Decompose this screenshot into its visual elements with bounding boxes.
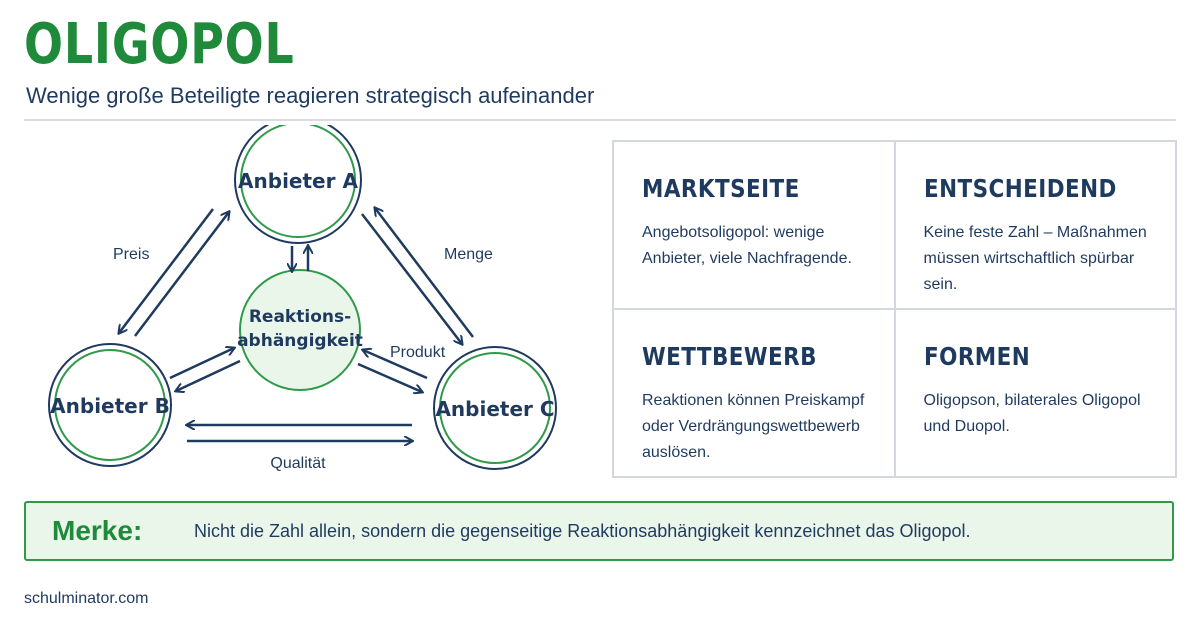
info-cards: MARKTSEITE Angebotsoligopol: wenige Anbi… <box>612 140 1177 478</box>
arrow-b-to-a <box>134 212 229 337</box>
node-anbieter-c: Anbieter C <box>433 346 557 470</box>
page-title: OLIGOPOL <box>24 12 295 77</box>
node-anbieter-a: Anbieter A <box>234 125 362 244</box>
page-subtitle: Wenige große Beteiligte reagieren strate… <box>26 83 595 108</box>
card-text: Reaktionen können Preiskampf oder Verdrä… <box>642 392 865 461</box>
edge-label-preis: Preis <box>113 246 149 263</box>
divider <box>24 119 1176 121</box>
card-title: FORMEN <box>923 342 1030 371</box>
card-title: WETTBEWERB <box>642 342 817 371</box>
edge-label-produkt: Produkt <box>390 344 446 361</box>
card-title: ENTSCHEIDEND <box>923 174 1117 203</box>
node-reaktionsabhaengigkeit: Reaktions- abhängigkeit <box>237 269 363 391</box>
node-anbieter-b-label: Anbieter B <box>50 394 170 418</box>
node-anbieter-b: Anbieter B <box>48 343 172 467</box>
card-title: MARKTSEITE <box>642 174 800 203</box>
center-label-line1: Reaktions- <box>249 307 351 327</box>
card-text: Keine feste Zahl – Maßnahmen müssen wirt… <box>923 224 1147 293</box>
card-entscheidend: ENTSCHEIDEND Keine feste Zahl – Maßnahme… <box>894 141 1176 309</box>
oligopoly-diagram: Anbieter A Anbieter B Anbieter C Reaktio… <box>48 125 557 472</box>
arrow-center-to-c <box>357 362 422 392</box>
arrow-a-to-c <box>361 213 462 344</box>
card-text: Angebotsoligopol: wenige Anbieter, viele… <box>642 224 852 267</box>
card-formen: FORMEN Oligopson, bilaterales Oligopol u… <box>894 309 1176 477</box>
arrow-center-to-b <box>176 359 241 391</box>
footer-source: schulminator.com <box>24 590 149 607</box>
edge-label-qualitaet: Qualität <box>270 455 326 472</box>
merke-box: Merke: Nicht die Zahl allein, sondern di… <box>24 501 1174 561</box>
card-text: Oligopson, bilaterales Oligopol und Duop… <box>923 392 1141 435</box>
arrow-a-to-b <box>119 208 214 333</box>
card-marktseite: MARKTSEITE Angebotsoligopol: wenige Anbi… <box>613 141 895 309</box>
arrow-c-to-center <box>363 350 428 380</box>
merke-text: Nicht die Zahl allein, sondern die gegen… <box>194 520 971 541</box>
node-anbieter-a-label: Anbieter A <box>238 169 358 193</box>
merke-label: Merke: <box>52 515 143 546</box>
card-wettbewerb: WETTBEWERB Reaktionen können Preiskampf … <box>613 309 895 477</box>
arrow-c-to-a <box>375 208 474 338</box>
edge-label-menge: Menge <box>444 246 493 263</box>
center-label-line2: abhängigkeit <box>237 331 363 351</box>
arrow-b-to-center <box>169 348 234 380</box>
node-anbieter-c-label: Anbieter C <box>435 397 554 421</box>
